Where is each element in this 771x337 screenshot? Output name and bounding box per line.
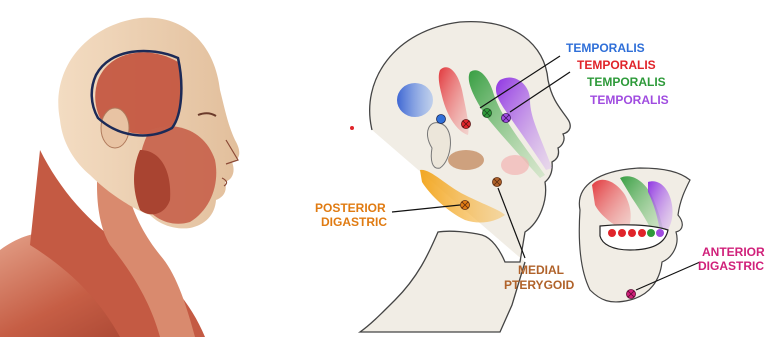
label-posterior-digastric-line2: DIGASTRIC xyxy=(321,215,387,229)
trigger-point-medial-pterygoid xyxy=(493,178,502,187)
label-anterior-digastric-line2: DIGASTRIC xyxy=(698,259,764,273)
label-temporalis-green: TEMPORALIS xyxy=(587,75,666,89)
anatomy-illustration xyxy=(0,18,239,337)
trigger-point-blue xyxy=(437,115,446,124)
trigger-point-green xyxy=(483,109,492,118)
trigger-point-anterior-digastric xyxy=(627,290,636,299)
label-medial-pterygoid-line2: PTERYGOID xyxy=(504,278,575,292)
marker-dot xyxy=(350,126,354,130)
temporalis-blue-zone xyxy=(397,83,433,117)
trigger-point-posterior-digastric xyxy=(461,201,470,210)
label-temporalis-blue: TEMPORALIS xyxy=(566,41,645,55)
trigger-point-purple xyxy=(502,114,511,123)
label-temporalis-red: TEMPORALIS xyxy=(577,58,656,72)
cheek-pink-zone xyxy=(501,155,529,175)
trigger-point-red xyxy=(462,120,471,129)
label-medial-pterygoid-line1: MEDIAL xyxy=(518,263,564,277)
medial-pterygoid-zone xyxy=(448,150,484,170)
jaw-inset xyxy=(579,168,700,302)
label-posterior-digastric-line1: POSTERIOR xyxy=(315,201,386,215)
label-temporalis-purple: TEMPORALIS xyxy=(590,93,669,107)
label-anterior-digastric-line1: ANTERIOR xyxy=(702,245,765,259)
ear xyxy=(101,108,129,148)
